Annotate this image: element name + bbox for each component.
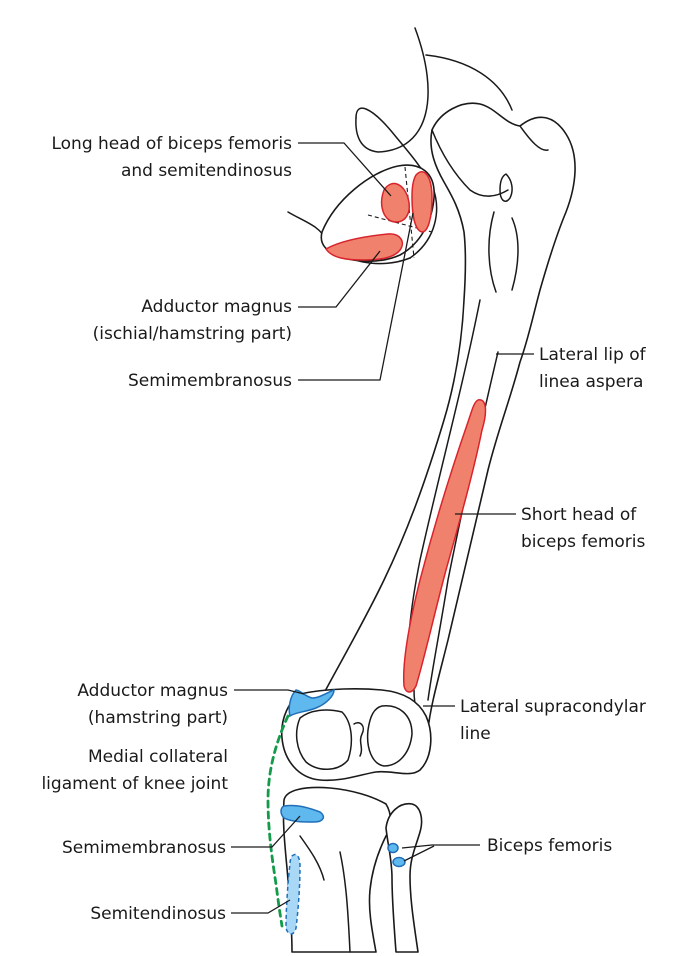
- label-short-head-line1: Short head of: [521, 505, 637, 525]
- label-lateral-lip-line2: linea aspera: [539, 372, 643, 392]
- label-semitendinosus: Semitendinosus: [90, 904, 226, 924]
- label-lateral-lip-line1: Lateral lip of: [539, 345, 647, 365]
- label-adductor-hamstring-line2: (hamstring part): [88, 708, 228, 728]
- fibula: [386, 804, 422, 952]
- biceps-femoris-insertion-lower: [393, 858, 405, 867]
- label-long-head-biceps-line1: Long head of biceps femoris: [51, 134, 292, 154]
- label-adductor-ischial-line1: Adductor magnus: [141, 297, 292, 317]
- semimembranosus-origin-upper: [412, 172, 432, 232]
- biceps-femoris-insertion-upper: [388, 844, 398, 853]
- label-lateral-supracondylar-line2: line: [460, 724, 491, 744]
- ischial-tuberosity: [321, 165, 434, 261]
- label-adductor-hamstring-line1: Adductor magnus: [77, 681, 228, 701]
- label-short-head-line2: biceps femoris: [521, 532, 645, 552]
- label-semimembranosus-lower: Semimembranosus: [62, 838, 226, 858]
- label-biceps-femoris: Biceps femoris: [487, 836, 612, 856]
- label-lateral-supracondylar-line1: Lateral supracondylar: [460, 697, 646, 717]
- label-adductor-ischial-line2: (ischial/hamstring part): [93, 324, 292, 344]
- label-semimembranosus-upper: Semimembranosus: [128, 371, 292, 391]
- label-medial-collateral-line1: Medial collateral: [88, 747, 228, 767]
- label-long-head-biceps-line2: and semitendinosus: [121, 161, 292, 181]
- label-medial-collateral-line2: ligament of knee joint: [41, 774, 228, 794]
